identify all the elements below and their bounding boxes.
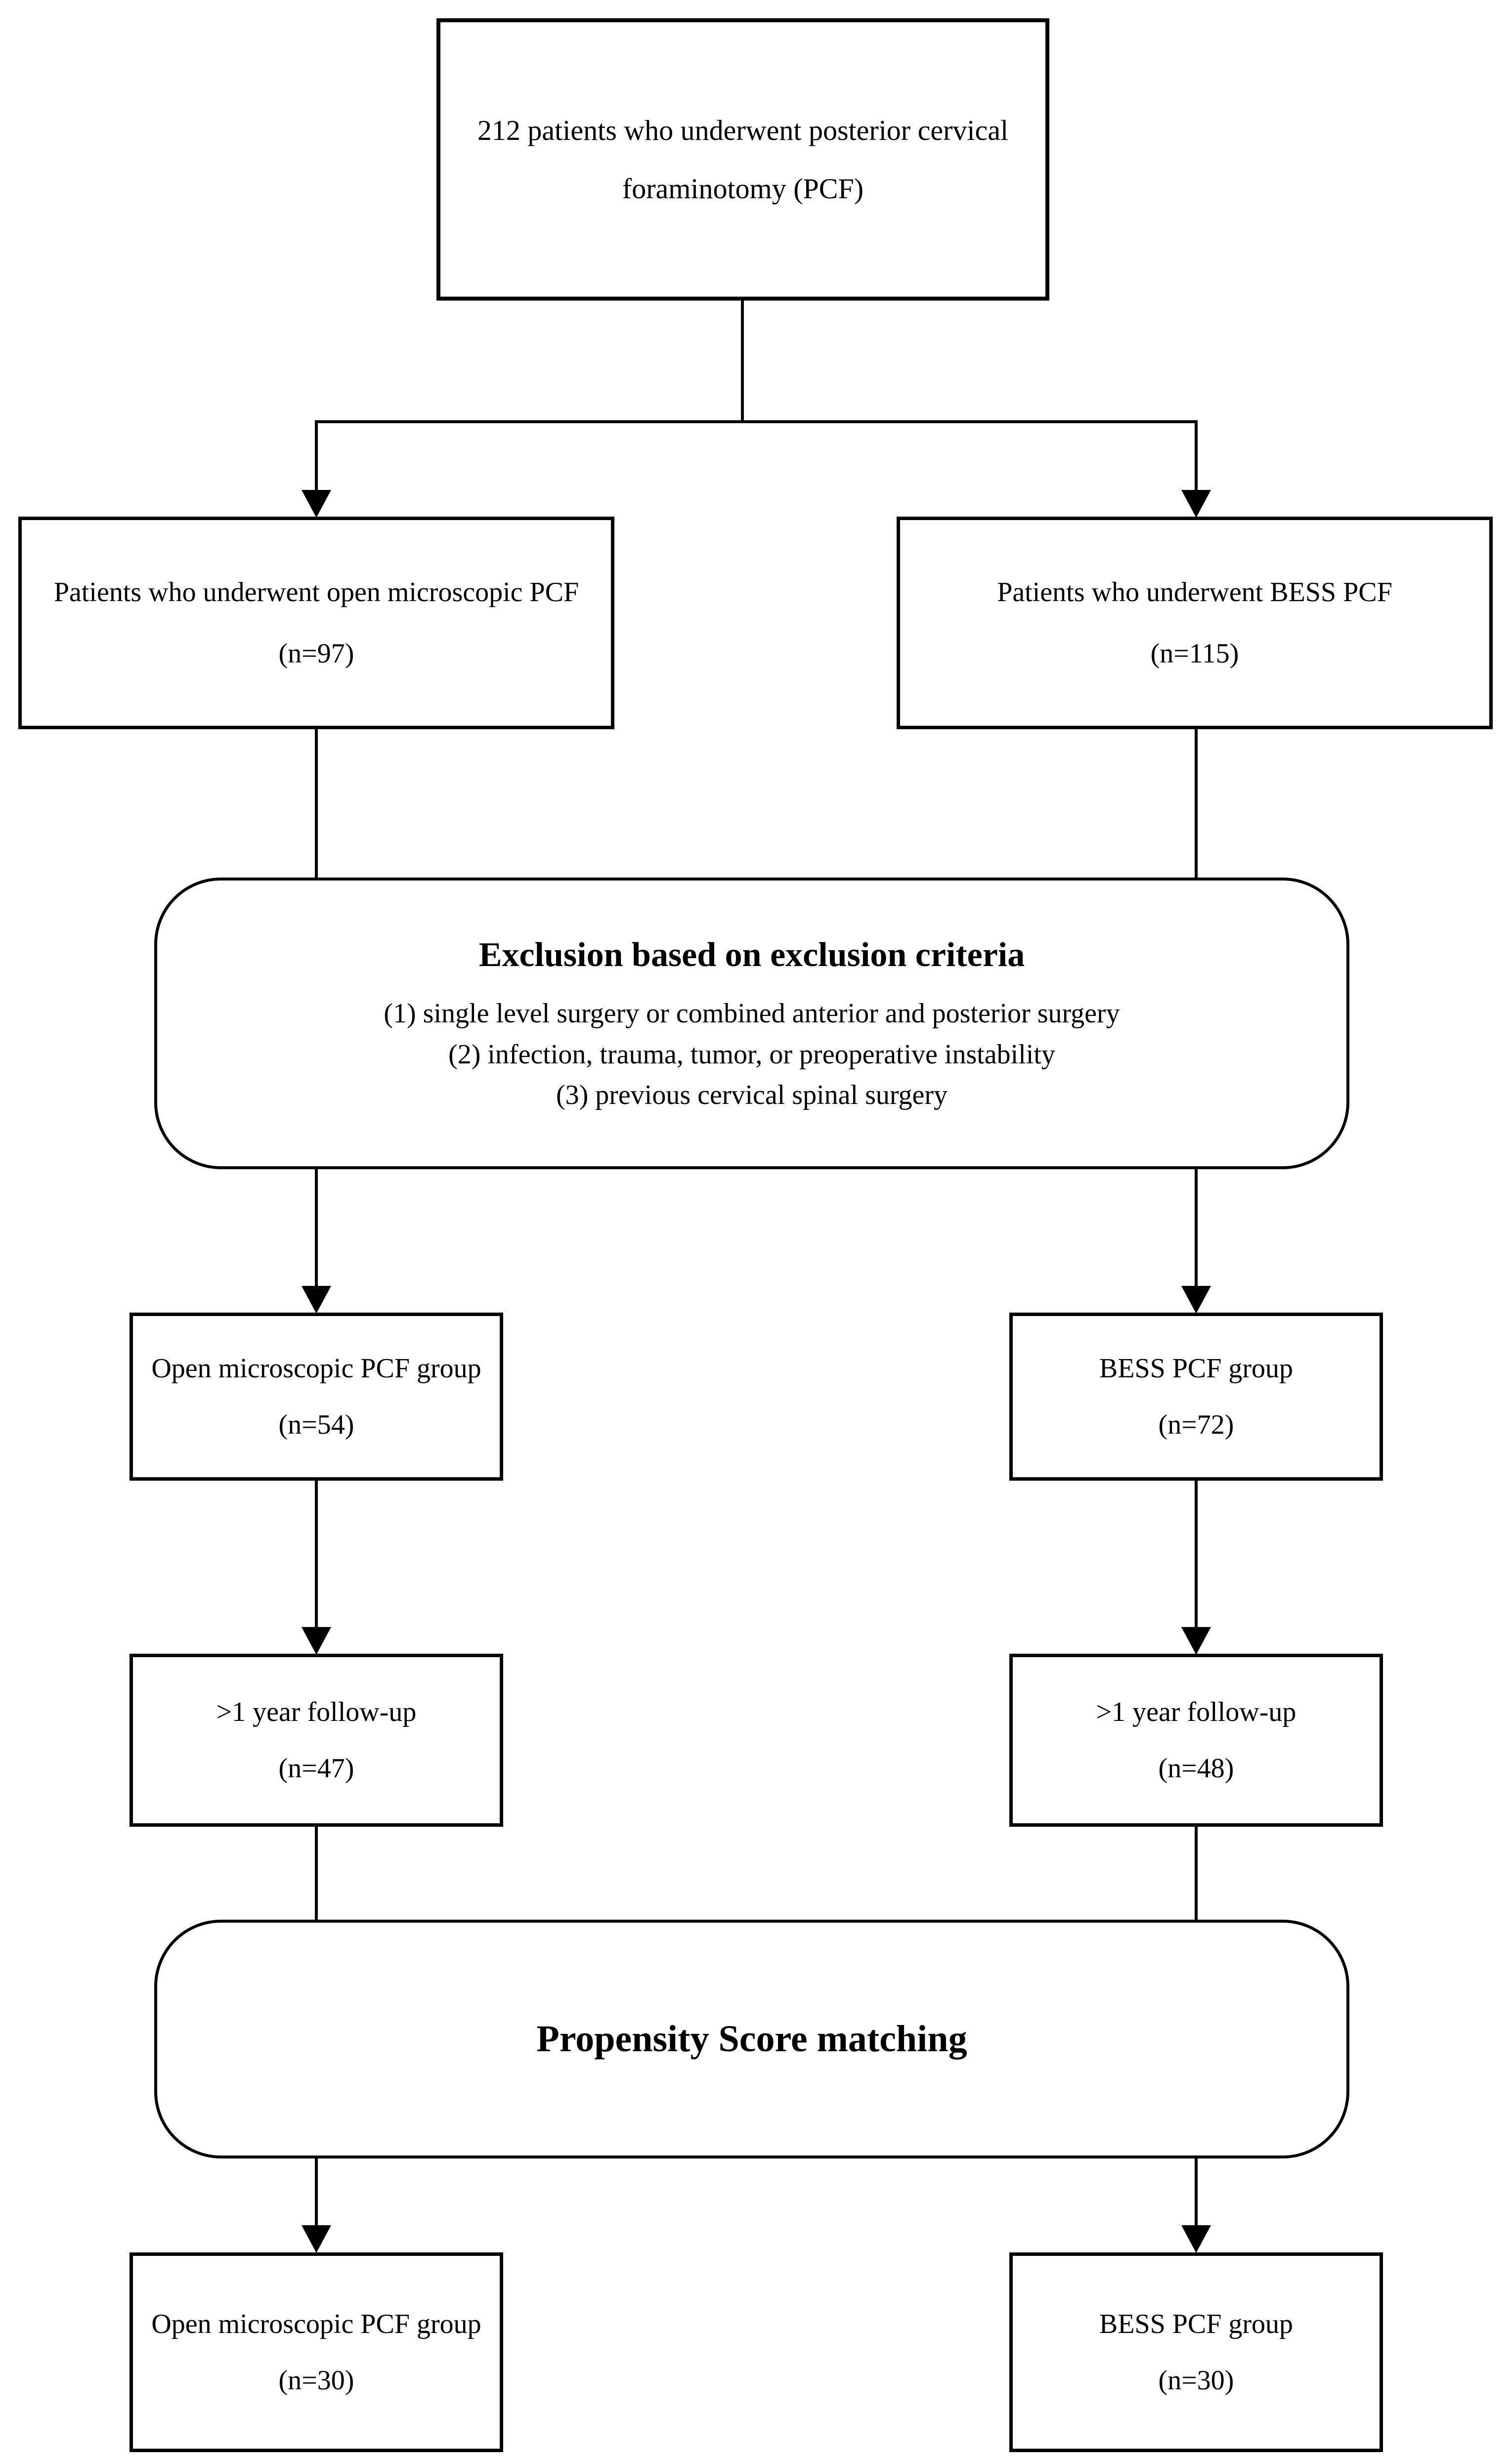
arrow-down-icon	[1181, 490, 1211, 518]
box-exclusion-criteria: Exclusion based on exclusion criteria (1…	[154, 878, 1349, 1169]
box-bess-pcf-group-matched: BESS PCF group (n=30)	[1009, 2252, 1383, 2452]
box-bess-followup: >1 year follow-up (n=48)	[1009, 1654, 1383, 1827]
connector-right-to-exclusion	[1195, 726, 1198, 881]
connector-right-drop-2	[1195, 1166, 1198, 1287]
box-count: (n=47)	[278, 1753, 354, 1784]
arrow-down-icon	[302, 1627, 331, 1655]
arrow-down-icon	[302, 1286, 331, 1314]
arrow-down-icon	[1181, 2225, 1211, 2253]
box-count: (n=54)	[278, 1409, 354, 1440]
connector-branch-line	[315, 420, 1198, 423]
connector-left-to-exclusion	[315, 726, 318, 881]
box-count: (n=115)	[1150, 638, 1239, 669]
box-count: (n=72)	[1158, 1409, 1234, 1440]
exclusion-item: (2) infection, trauma, tumor, or preoper…	[448, 1039, 1055, 1070]
box-bess-pcf-group: BESS PCF group (n=72)	[1009, 1313, 1383, 1481]
box-label: BESS PCF group	[1099, 1353, 1294, 1384]
connector-right-to-matching	[1195, 1823, 1198, 1922]
connector-left-drop-1	[315, 420, 318, 493]
box-label: foraminotomy (PCF)	[622, 172, 864, 205]
connector-right-drop-1	[1195, 420, 1198, 493]
box-bess-pcf: Patients who underwent BESS PCF (n=115)	[897, 517, 1493, 729]
box-label: 212 patients who underwent posterior cer…	[477, 114, 1009, 147]
exclusion-title: Exclusion based on exclusion criteria	[478, 935, 1025, 974]
connector-left-to-matching	[315, 1823, 318, 1922]
box-label: Patients who underwent open microscopic …	[53, 576, 579, 608]
connector-left-drop-4	[315, 2156, 318, 2227]
box-open-pcf-group-matched: Open microscopic PCF group (n=30)	[130, 2252, 503, 2452]
connector-right-drop-4	[1195, 2156, 1198, 2227]
box-open-microscopic-pcf: Patients who underwent open microscopic …	[18, 517, 614, 729]
arrow-down-icon	[302, 2225, 331, 2253]
box-open-pcf-group: Open microscopic PCF group (n=54)	[130, 1313, 503, 1481]
box-count: (n=30)	[1158, 2365, 1234, 2396]
box-count: (n=97)	[278, 638, 354, 669]
box-propensity-matching: Propensity Score matching	[154, 1920, 1349, 2158]
exclusion-item: (3) previous cervical spinal surgery	[556, 1080, 948, 1111]
box-label: Patients who underwent BESS PCF	[997, 576, 1392, 608]
box-label: Open microscopic PCF group	[151, 2308, 481, 2339]
box-total-patients: 212 patients who underwent posterior cer…	[436, 18, 1049, 301]
box-count: (n=30)	[278, 2365, 354, 2396]
connector-left-drop-2	[315, 1166, 318, 1287]
arrow-down-icon	[1181, 1627, 1211, 1655]
exclusion-item: (1) single level surgery or combined ant…	[384, 998, 1120, 1029]
matching-title: Propensity Score matching	[536, 2018, 967, 2060]
connector-right-drop-3	[1195, 1478, 1198, 1628]
arrow-down-icon	[1181, 1286, 1211, 1314]
box-label: BESS PCF group	[1099, 2308, 1294, 2339]
connector-left-drop-3	[315, 1478, 318, 1628]
connector-top-stem	[741, 298, 744, 423]
box-open-followup: >1 year follow-up (n=47)	[130, 1654, 503, 1827]
box-label: >1 year follow-up	[1096, 1696, 1296, 1727]
arrow-down-icon	[302, 490, 331, 518]
box-label: >1 year follow-up	[216, 1696, 417, 1727]
box-label: Open microscopic PCF group	[151, 1353, 481, 1384]
box-count: (n=48)	[1158, 1753, 1234, 1784]
